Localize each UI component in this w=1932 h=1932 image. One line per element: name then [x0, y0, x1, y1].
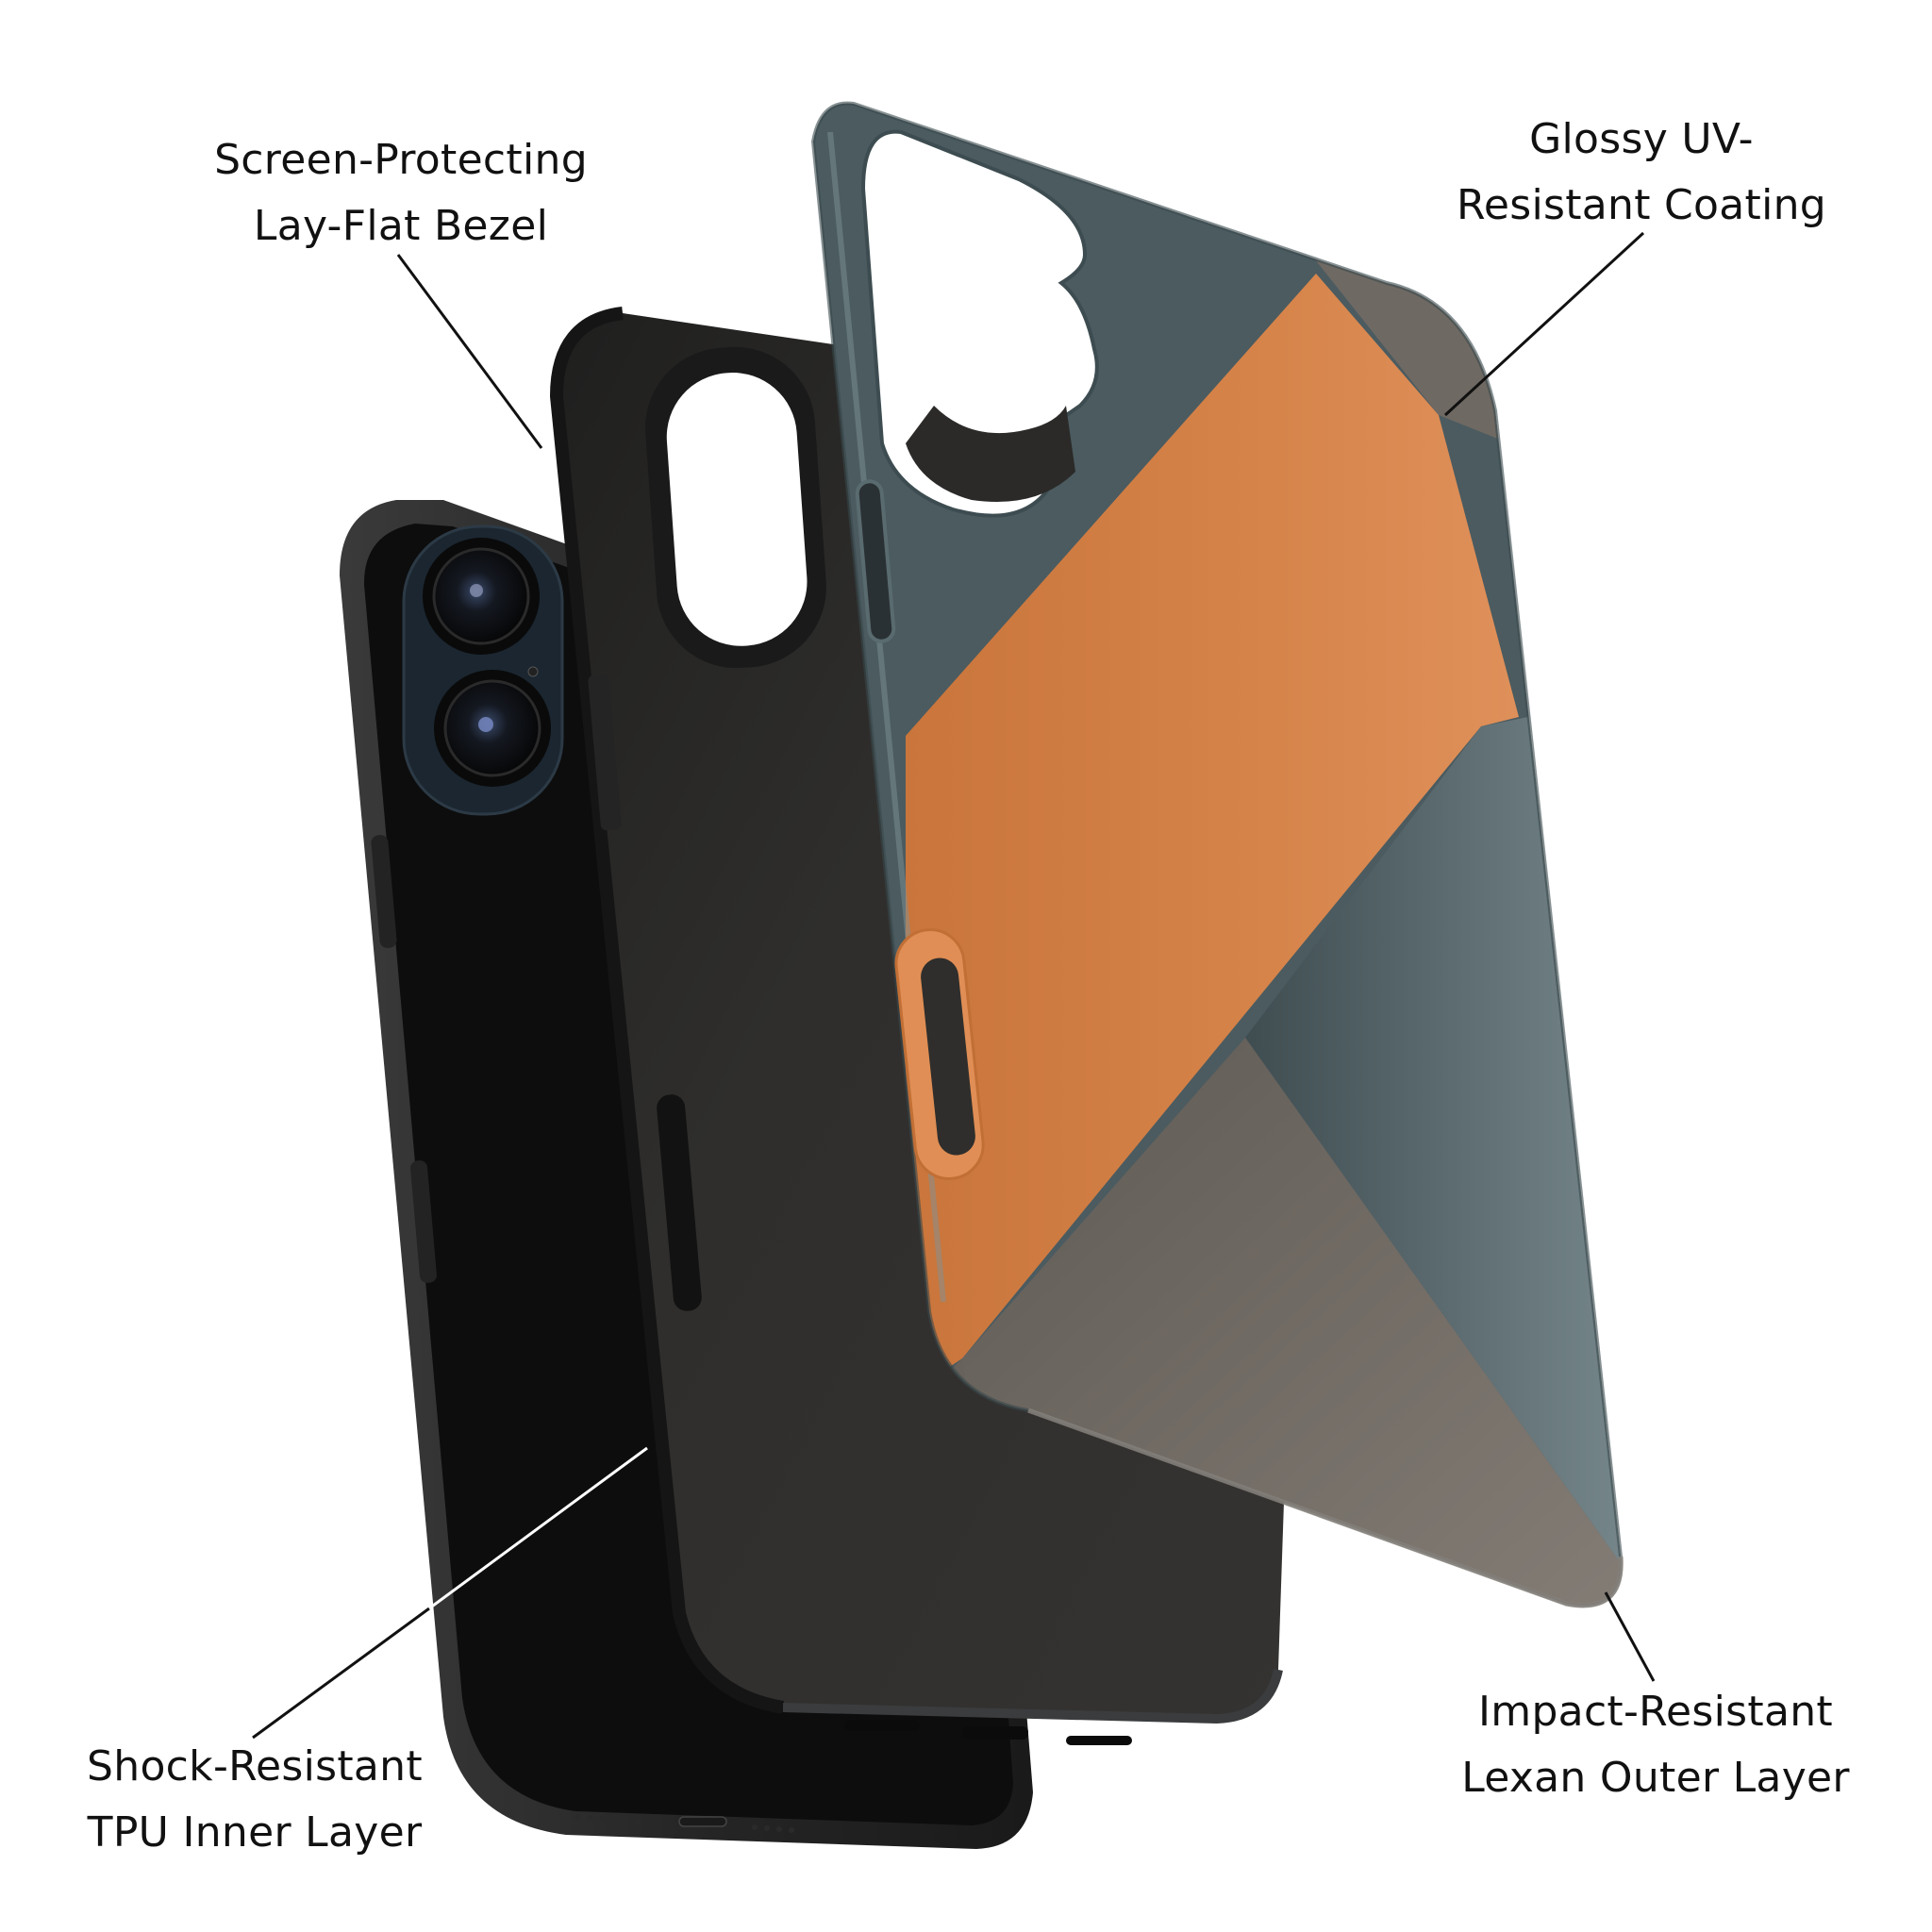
phone-action-button — [371, 835, 397, 948]
callout-lexan-line1: Impact-Resistant — [1478, 1688, 1833, 1736]
callout-lexan-line2: Lexan Outer Layer — [1461, 1754, 1850, 1802]
callout-screen-protecting-bezel: Screen-Protecting Lay-Flat Bezel — [184, 127, 618, 259]
callout-lexan-outer-layer: Impact-Resistant Lexan Outer Layer — [1443, 1679, 1868, 1811]
tpu-bottom-cutouts — [844, 1720, 1132, 1745]
callout-bezel-line1: Screen-Protecting — [214, 136, 588, 184]
phone-bottom-ports — [575, 1814, 794, 1833]
callout-tpu-line2: TPU Inner Layer — [87, 1808, 423, 1857]
camera-module — [402, 525, 564, 816]
leader-line-tpu-dark — [252, 1607, 430, 1740]
lexan-top-slot — [855, 479, 896, 643]
callout-coating-line1: Glossy UV- — [1529, 115, 1754, 163]
leader-line-coating — [1443, 231, 1645, 417]
leader-line-lexan — [1604, 1591, 1656, 1682]
callout-tpu-inner-layer: Shock-Resistant TPU Inner Layer — [57, 1734, 453, 1866]
callout-tpu-line1: Shock-Resistant — [87, 1742, 423, 1790]
tpu-volume-cutout — [657, 1094, 702, 1311]
callout-bezel-line2: Lay-Flat Bezel — [253, 202, 549, 250]
camera-sensor-dot — [527, 666, 539, 677]
leader-line-bezel — [396, 254, 543, 449]
phone-volume-button — [410, 1160, 437, 1283]
leader-line-tpu-light — [428, 1446, 648, 1610]
callout-uv-coating: Glossy UV- Resistant Coating — [1434, 107, 1849, 239]
callout-coating-line2: Resistant Coating — [1456, 181, 1827, 229]
tpu-side-button — [588, 674, 622, 831]
